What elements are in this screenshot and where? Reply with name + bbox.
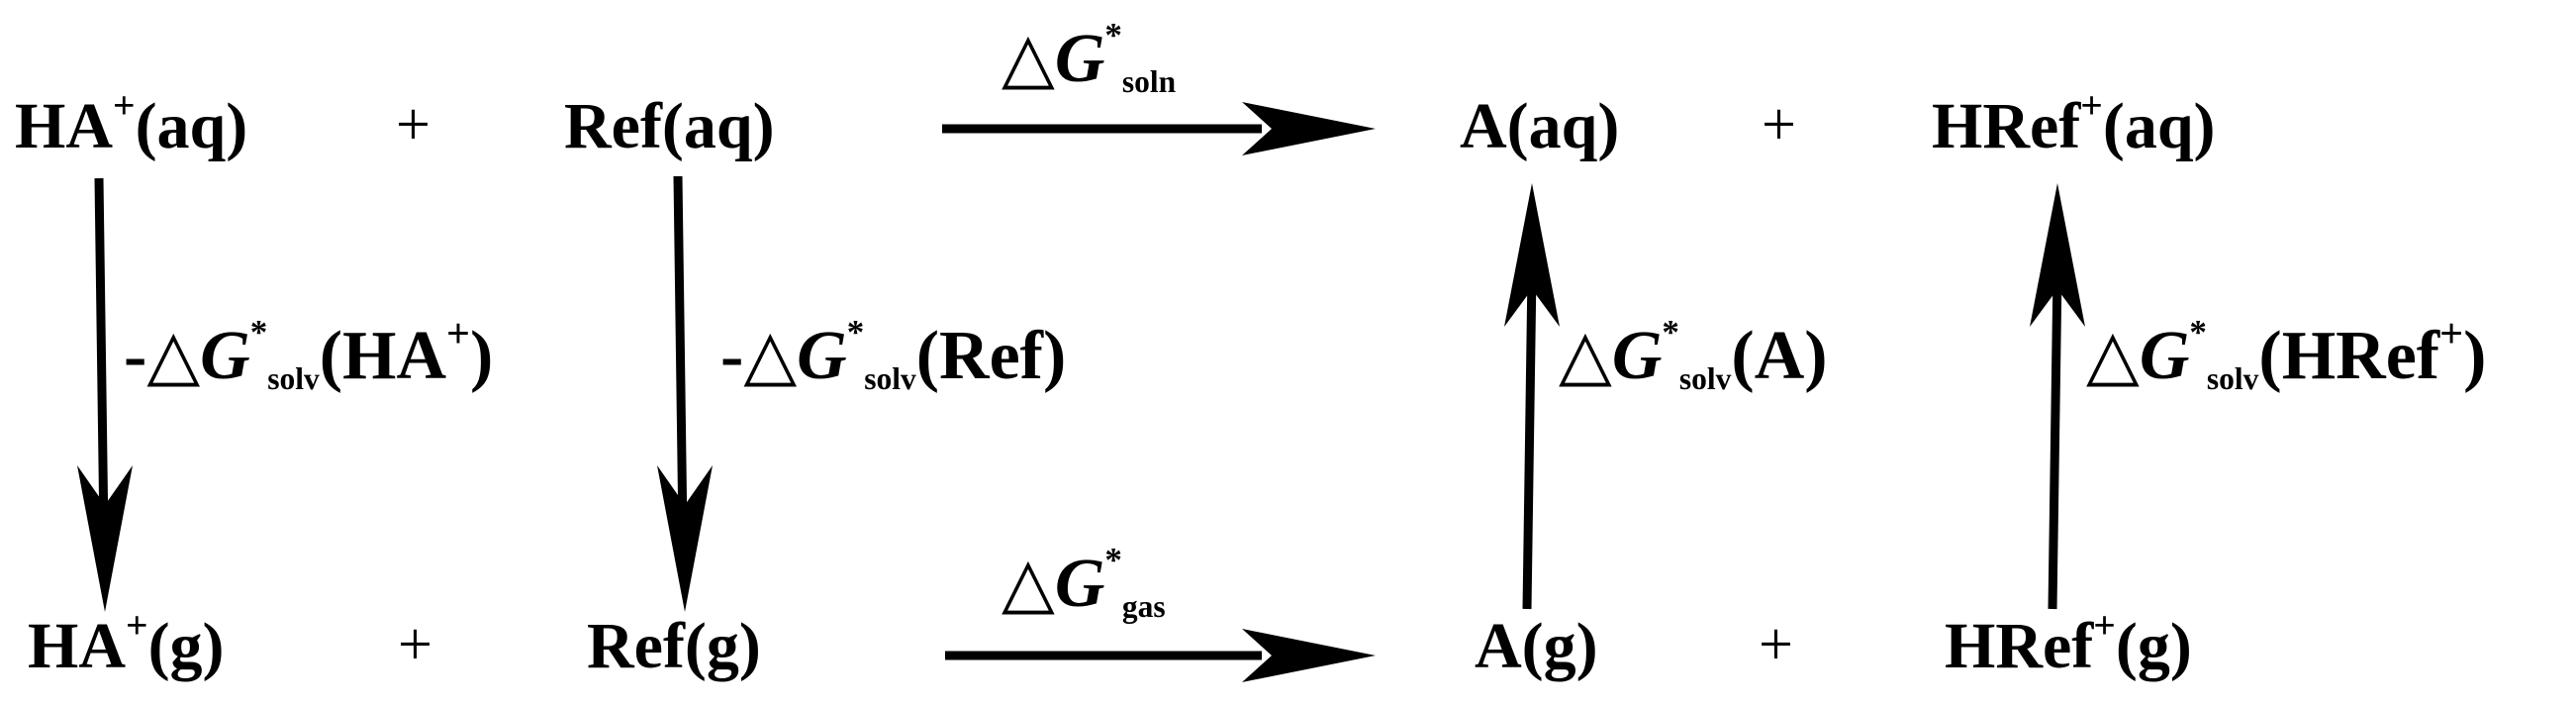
- arrowhead-solv-ha: [77, 465, 133, 612]
- species-ref-aq: Ref(aq): [564, 90, 775, 162]
- arrowhead-soln: [1242, 102, 1376, 155]
- arrowhead-solv-ref: [657, 465, 713, 612]
- plus-sign: +: [398, 611, 432, 678]
- label-delta-g-soln: △G*soln: [1002, 16, 1177, 100]
- arrowhead-gas: [1242, 629, 1376, 682]
- plus-sign: +: [1762, 91, 1796, 158]
- species-ref-g: Ref(g): [587, 610, 761, 682]
- arrow-solv-a: [1522, 271, 1537, 610]
- label-neg-delta-g-solv-ha: -△G*solv(HA+): [124, 311, 494, 397]
- species-href-aq: HRef+(aq): [1932, 83, 2216, 162]
- species-a-g: A(g): [1475, 610, 1598, 682]
- plus-sign: +: [1759, 611, 1793, 678]
- plus-sign: +: [396, 91, 430, 158]
- arrow-solv-ha: [94, 177, 109, 536]
- species-ha-g: HA+(g): [28, 603, 225, 682]
- label-delta-g-solv-a: △G*solv(A): [1559, 313, 1828, 397]
- species-href-g: HRef+(g): [1945, 603, 2192, 682]
- species-ha-aq: HA+(aq): [15, 83, 248, 162]
- label-delta-g-gas: △G*gas: [1002, 541, 1166, 625]
- arrowhead-solv-href: [2030, 183, 2085, 327]
- arrow-solv-ref: [673, 175, 688, 536]
- species-a-aq: A(aq): [1460, 90, 1620, 162]
- label-delta-g-solv-href: △G*solv(HRef+): [2086, 311, 2487, 397]
- label-neg-delta-g-solv-ref: -△G*solv(Ref): [720, 313, 1067, 397]
- arrowhead-solv-a: [1504, 183, 1560, 327]
- arrow-solv-href: [2048, 271, 2062, 610]
